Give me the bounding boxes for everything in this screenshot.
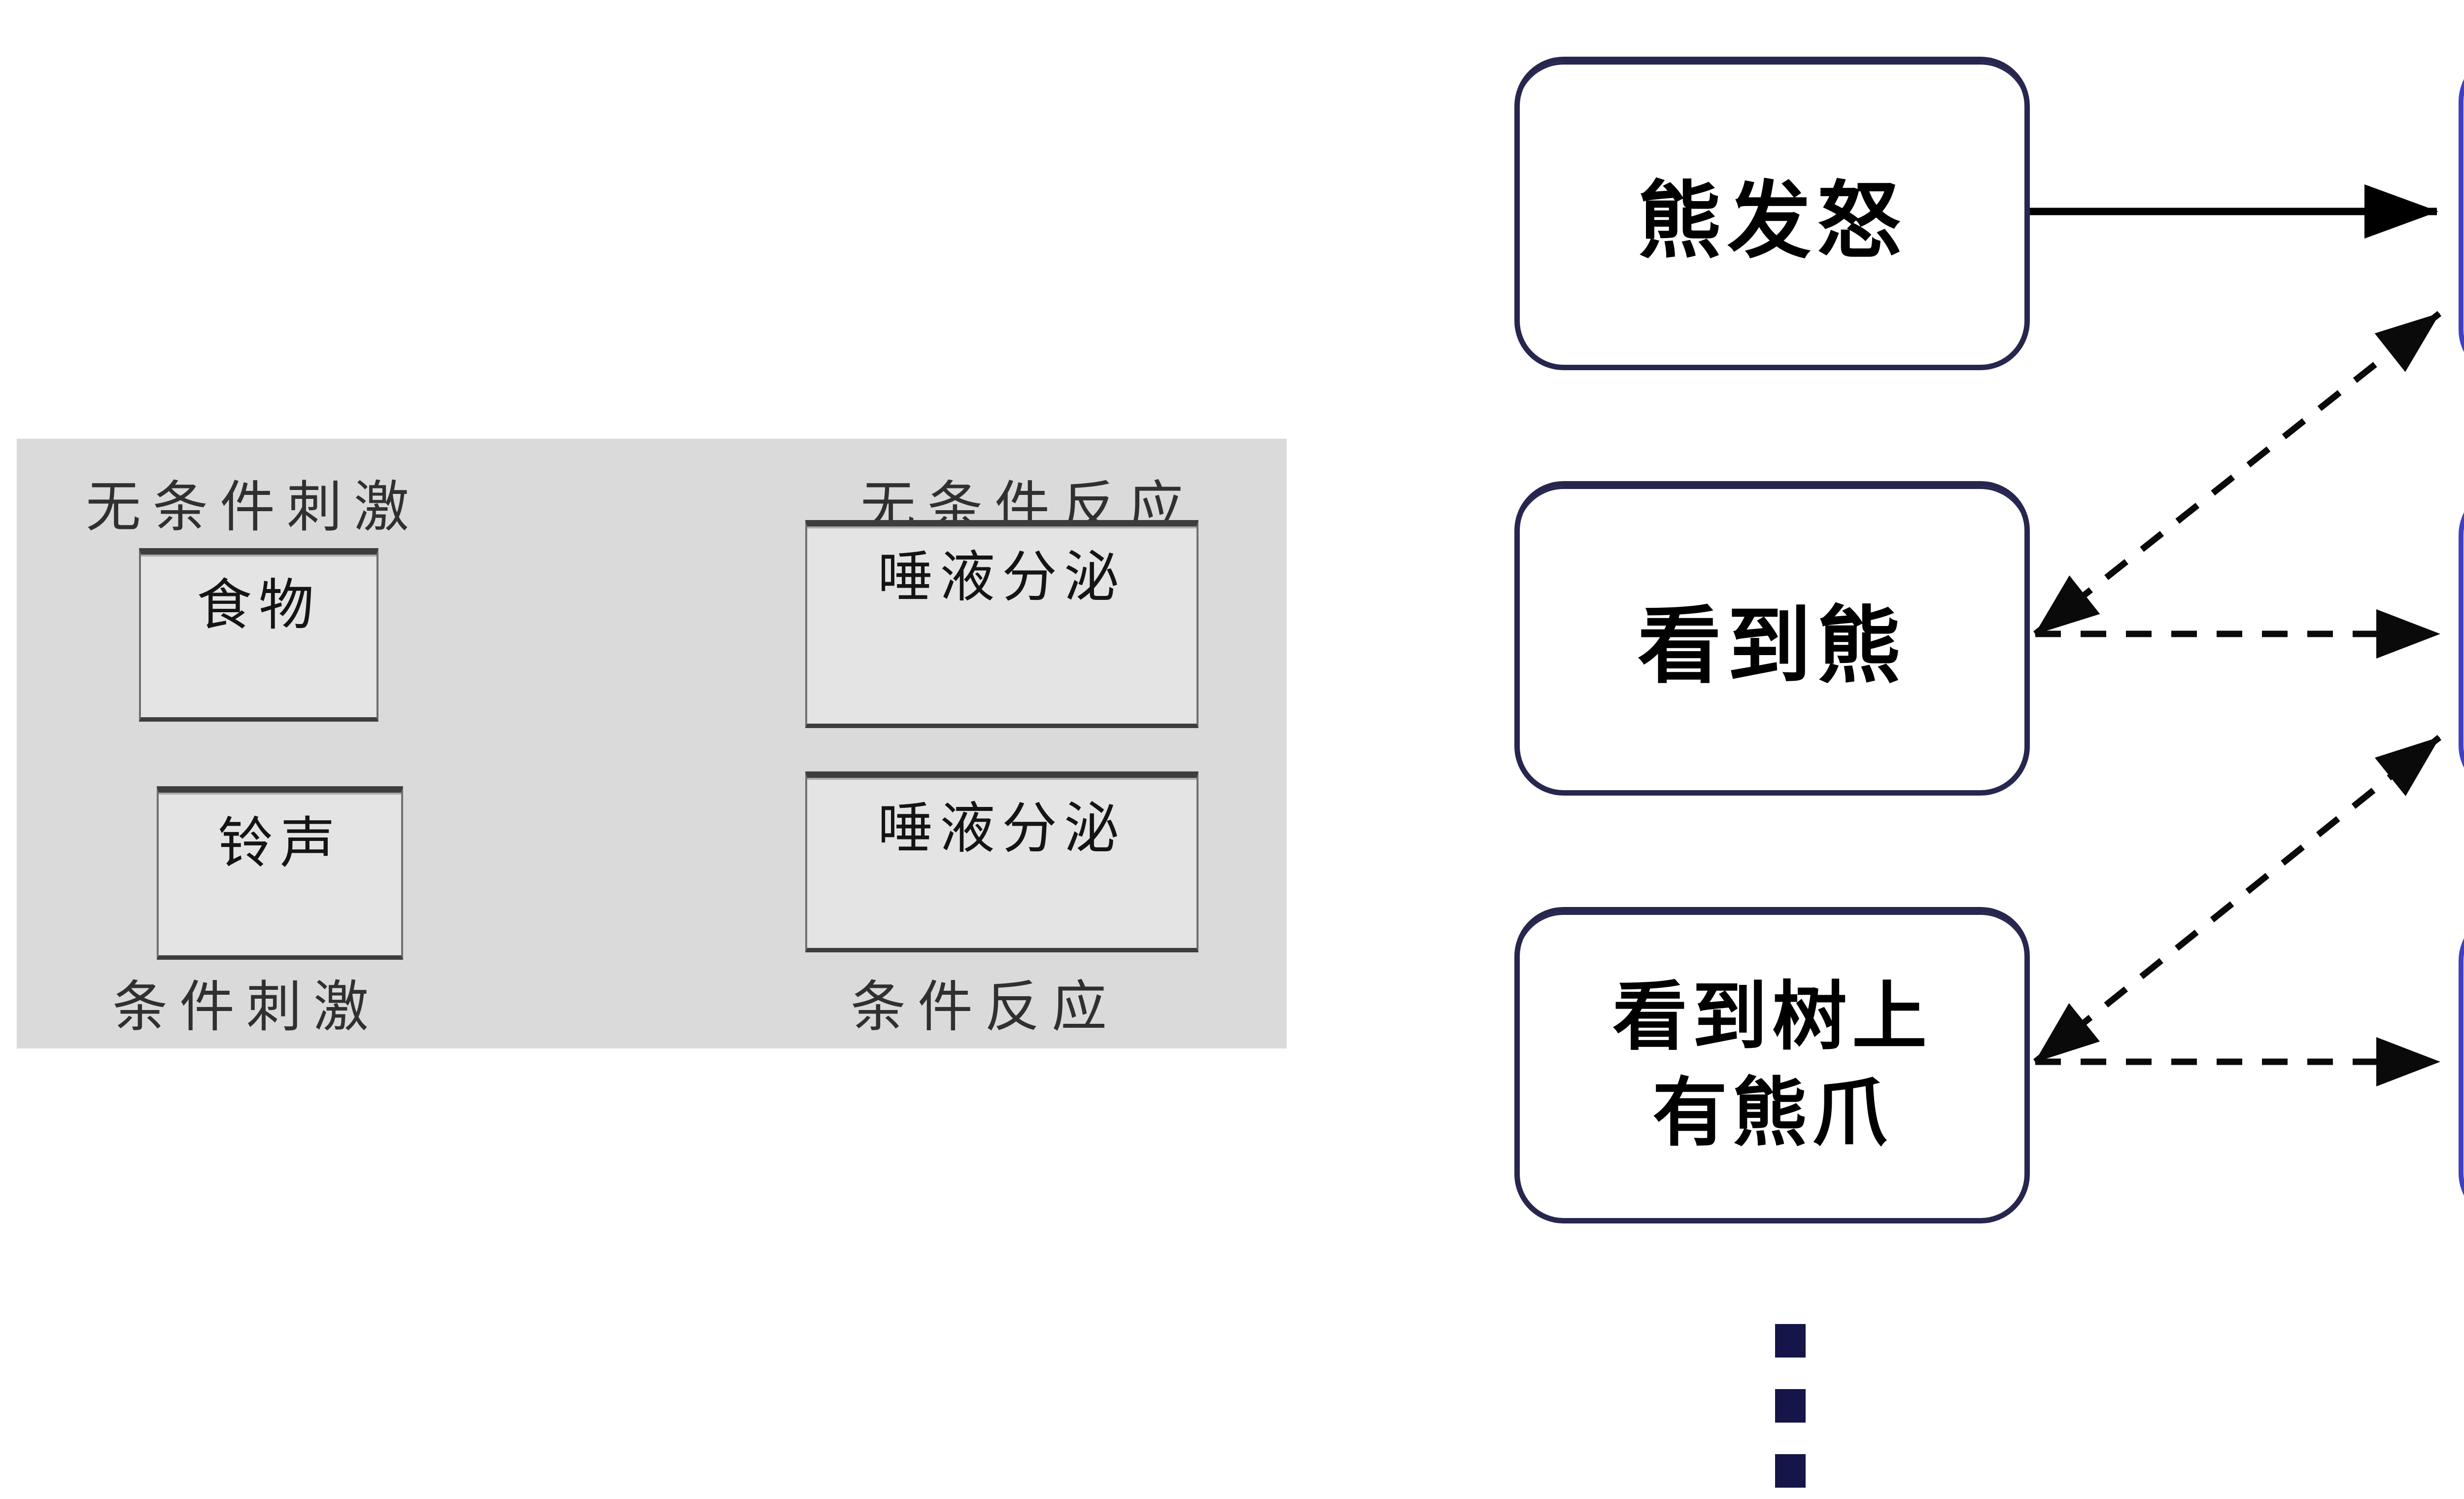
ellipsis-states-column — [1775, 1324, 1806, 1488]
node-bear-rage-label: 熊发怒 — [1637, 174, 1907, 268]
box-salivation-top: 唾液分泌 — [805, 520, 1198, 728]
label-conditioned-response: 条件反应 — [851, 976, 1119, 1038]
node-see-claw: 看到树上 有熊爪 — [1514, 907, 2030, 1223]
node-see-bear: 看到熊 — [1514, 481, 2030, 796]
label-conditioned-stimulus: 条件刺激 — [112, 976, 380, 1038]
pavlov-panel: 无条件刺激 无条件反应 食物 唾液分泌 铃声 唾液分泌 条件刺激 条件反应 — [17, 439, 1287, 1048]
box-bell-label: 铃声 — [218, 812, 342, 874]
ellipsis-dot — [1775, 1454, 1806, 1488]
node-see-bear-label: 看到熊 — [1637, 599, 1907, 693]
arrow-see-claw-value-next-association — [2033, 734, 2442, 1065]
node-value-next-state: V(s′) — [2459, 486, 2464, 795]
ellipsis-dot — [1775, 1324, 1806, 1358]
node-see-claw-line1: 看到树上 — [1612, 975, 1932, 1059]
box-salivation-bottom-label: 唾液分泌 — [878, 798, 1126, 859]
node-see-claw-line2: 有熊爪 — [1652, 1071, 1892, 1155]
arrow-see-bear-reward-association — [2033, 311, 2442, 637]
node-value-state: V(s) — [2459, 911, 2464, 1222]
node-bear-rage: 熊发怒 — [1514, 57, 2030, 370]
box-salivation-top-label: 唾液分泌 — [878, 546, 1126, 608]
box-bell: 铃声 — [157, 786, 403, 960]
box-food: 食物 — [139, 548, 378, 722]
node-reward: 奖励 — [2459, 52, 2464, 379]
box-salivation-bottom: 唾液分泌 — [805, 771, 1198, 952]
label-unconditioned-stimulus: 无条件刺激 — [86, 476, 421, 538]
box-food-label: 食物 — [197, 574, 321, 636]
ellipsis-dot — [1775, 1389, 1806, 1423]
